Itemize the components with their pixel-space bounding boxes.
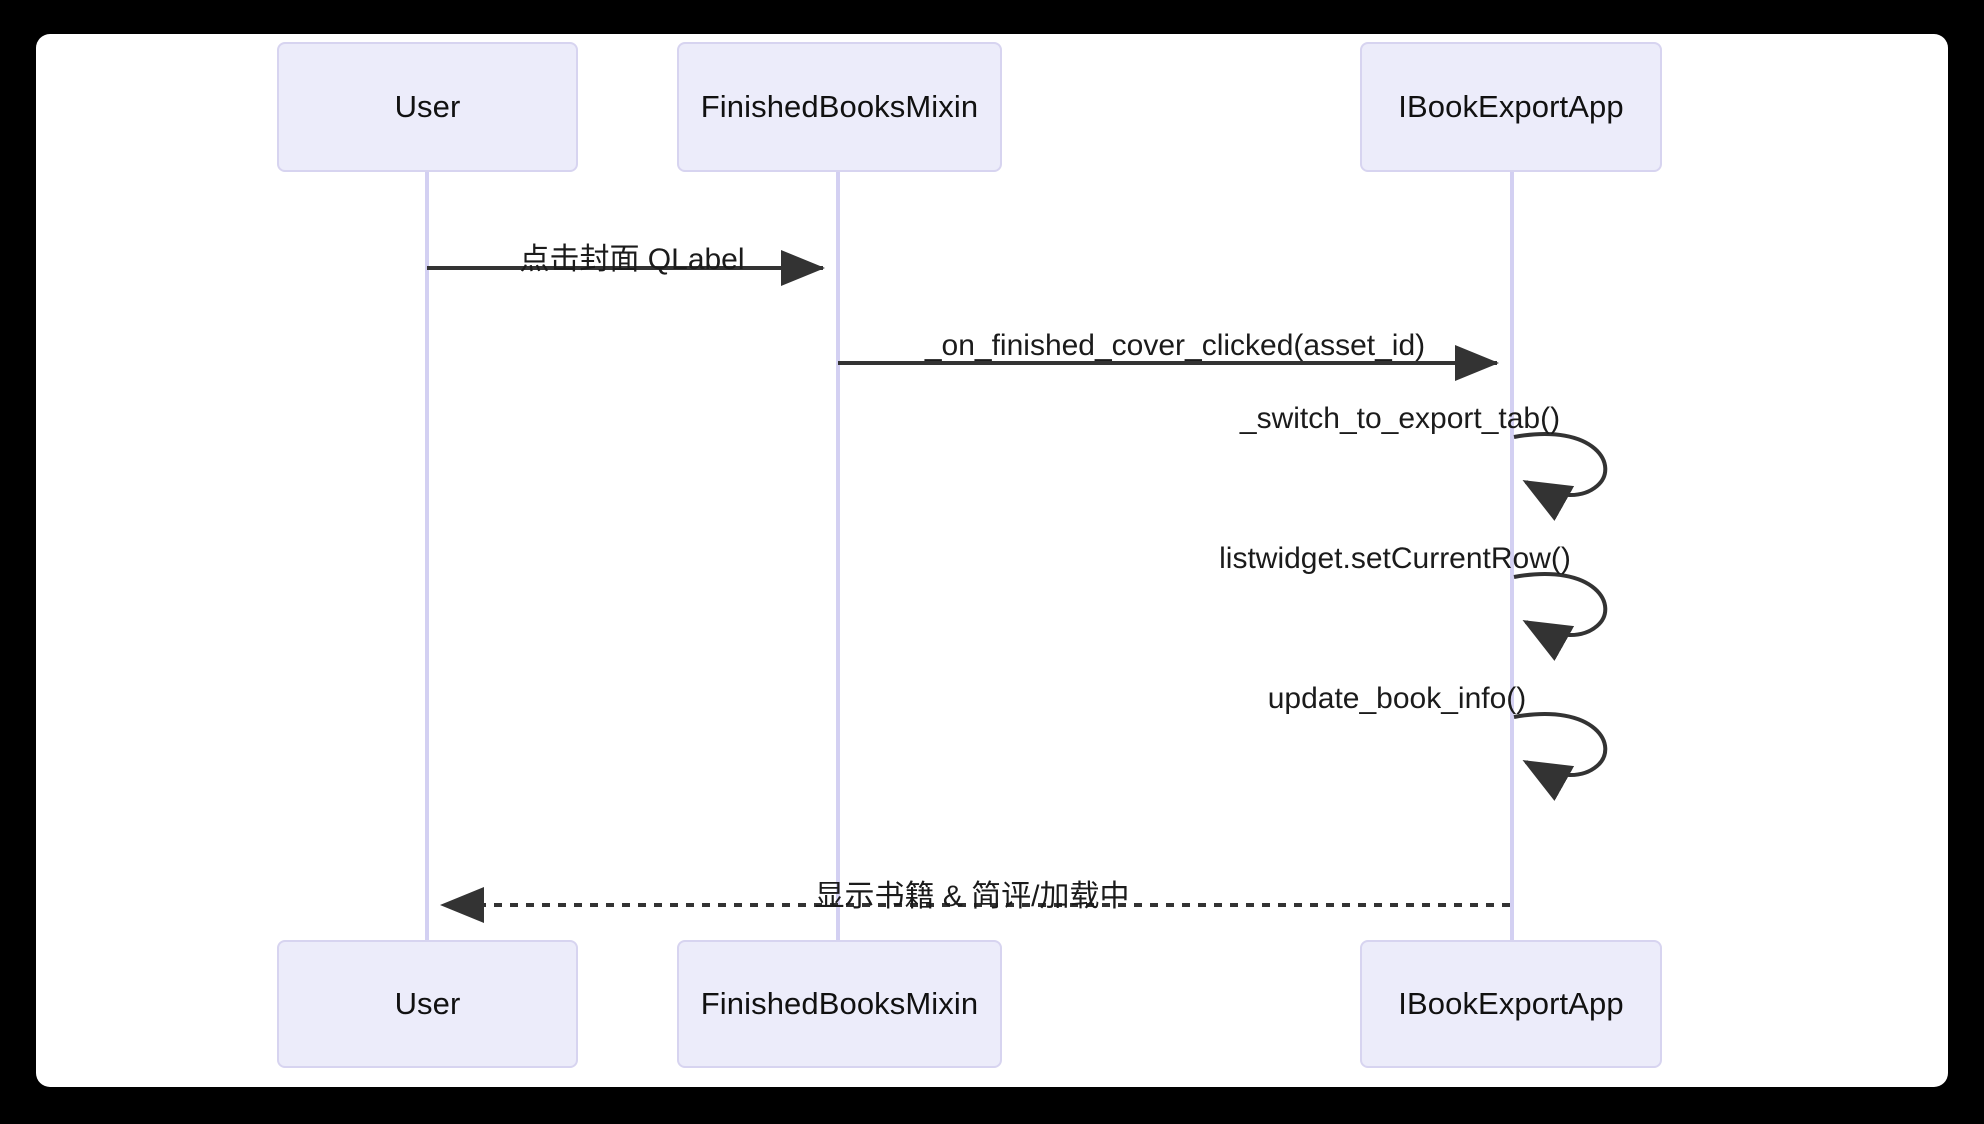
message-label-update-book-info: update_book_info(): [1267, 682, 1527, 715]
participant-box-ibook-export-app-top[interactable]: IBookExportApp: [1360, 42, 1662, 172]
message-label-click-cover: 点击封面 QLabel: [519, 243, 745, 276]
message-arrows-layer: [427, 250, 1608, 923]
participant-box-user-bottom[interactable]: User: [277, 940, 578, 1068]
participant-label-user-top: User: [394, 89, 461, 124]
lifeline-ibook-export-app: [1510, 172, 1514, 940]
message-label-on-finished-cover-clicked: _on_finished_cover_clicked(asset_id): [924, 329, 1426, 362]
lifeline-user: [425, 172, 429, 940]
message-label-set-current-row: listwidget.setCurrentRow(): [1219, 542, 1571, 575]
participant-label-ibook-export-app-top: IBookExportApp: [1398, 89, 1624, 124]
message-selfloop-update-book-info: [1513, 712, 1608, 801]
message-label-show-book-and-review: 显示书籍 & 简评/加载中: [814, 880, 1130, 913]
message-label-switch-to-export-tab: _switch_to_export_tab(): [1239, 402, 1561, 435]
diagram-canvas: User FinishedBooksMixin IBookExportApp U…: [36, 34, 1948, 1087]
participant-label-user-bottom: User: [394, 986, 461, 1021]
participant-box-finished-books-mixin-top[interactable]: FinishedBooksMixin: [677, 42, 1002, 172]
participant-box-user-top[interactable]: User: [277, 42, 578, 172]
message-selfloop-set-current-row: [1513, 572, 1608, 661]
participant-box-finished-books-mixin-bottom[interactable]: FinishedBooksMixin: [677, 940, 1002, 1068]
participant-label-finished-books-mixin-top: FinishedBooksMixin: [700, 89, 979, 124]
message-selfloop-switch-to-export-tab: [1513, 432, 1608, 521]
sequence-diagram: User FinishedBooksMixin IBookExportApp U…: [36, 34, 1948, 1087]
lifeline-finished-books-mixin: [836, 172, 840, 940]
participant-label-finished-books-mixin-bottom: FinishedBooksMixin: [700, 986, 979, 1021]
participant-label-ibook-export-app-bottom: IBookExportApp: [1398, 986, 1624, 1021]
participant-box-ibook-export-app-bottom[interactable]: IBookExportApp: [1360, 940, 1662, 1068]
